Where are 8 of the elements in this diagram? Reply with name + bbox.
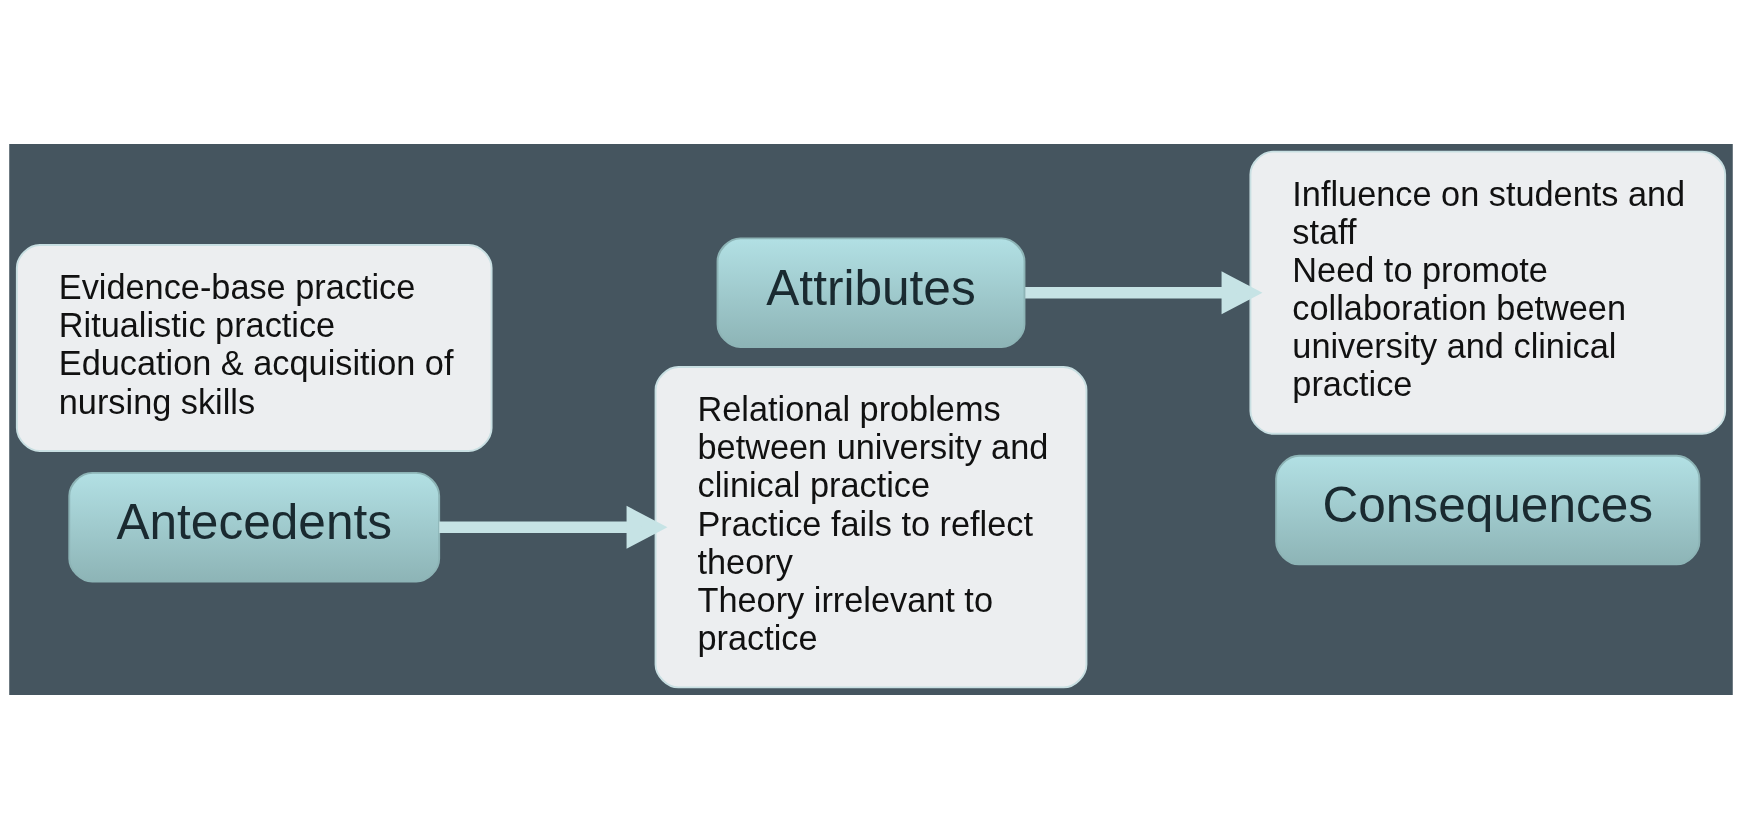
node-box: Consequences: [1275, 454, 1701, 565]
node-box: Influence on students and staff Need to promote collaboration between university and clinical practice: [1249, 150, 1727, 435]
node-box: Attributes: [716, 236, 1026, 348]
node-box: Evidence-base practice Ritualistic practice Education & acquisition of nursing skills: [15, 243, 493, 452]
node-box: Relational problems between university and clinical practice Practice fails to reflect theory Theory irrelevant to practice: [654, 365, 1088, 688]
node-box: Antecedents: [68, 471, 441, 582]
arrow: [1025, 270, 1263, 314]
arrow: [439, 505, 668, 549]
